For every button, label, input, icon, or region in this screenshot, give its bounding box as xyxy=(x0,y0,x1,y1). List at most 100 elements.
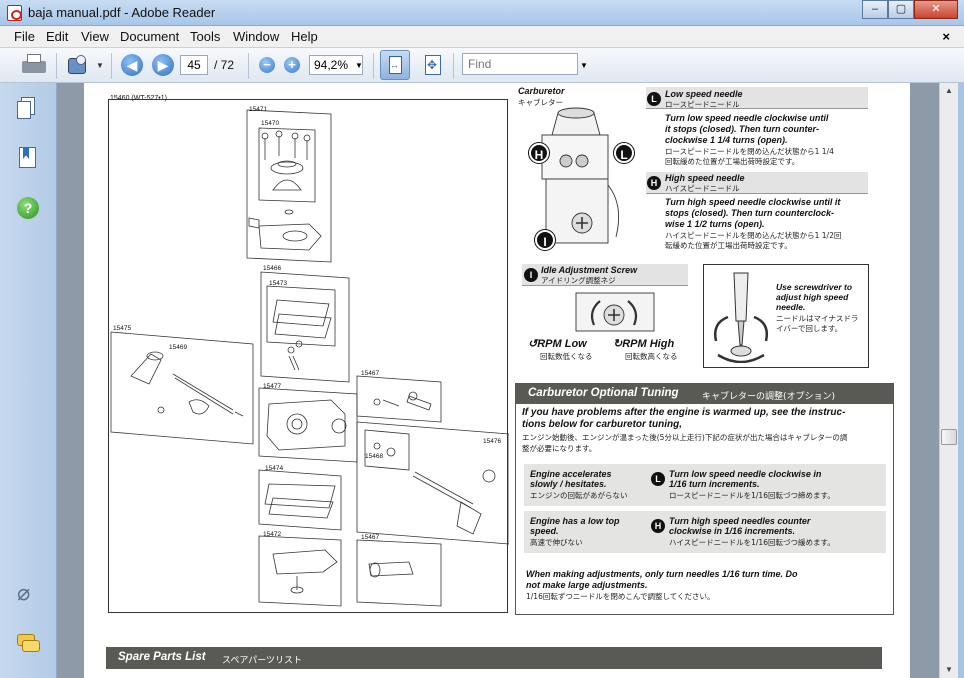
part-number: 15467 xyxy=(361,370,380,377)
scroll-up-icon[interactable]: ▲ xyxy=(945,86,953,95)
fix-text: clockwise in 1/16 increments. xyxy=(669,526,796,536)
rpm-high-jp: 回転数高くなる xyxy=(625,352,678,361)
low-speed-text: it stops (closed). Then turn counter- xyxy=(665,124,820,134)
previous-page-button[interactable]: ◀ xyxy=(121,54,143,76)
close-document-button[interactable]: × xyxy=(942,29,950,44)
carburetor-title: Carburetor xyxy=(518,86,565,96)
tuning-title-jp: キャブレターの調整(オプション) xyxy=(702,392,836,402)
zoom-out-button[interactable]: − xyxy=(259,57,275,73)
part-number: 15470 xyxy=(261,120,280,127)
screwdriver-text: Use screwdriver to xyxy=(776,282,853,292)
find-dropdown-icon[interactable]: ▼ xyxy=(580,61,588,70)
part-number: 15472 xyxy=(263,531,282,538)
fit-width-icon xyxy=(389,56,402,74)
symptom-text: Engine has a low top xyxy=(530,516,620,526)
menu-tools[interactable]: Tools xyxy=(190,29,221,44)
page-total: / 72 xyxy=(214,58,235,72)
screwdriver-drawing xyxy=(714,272,768,363)
low-speed-text-jp: 回転緩めた位置が工場出荷時設定です。 xyxy=(665,157,800,166)
toolbar-separator xyxy=(248,53,249,79)
menu-window[interactable]: Window xyxy=(233,29,280,44)
full-screen-icon xyxy=(425,55,441,75)
pdf-page: 15460 (WT-527•1) xyxy=(84,83,910,678)
fix-text: Turn low speed needle clockwise in xyxy=(669,469,822,479)
fix-text-jp: ロースピードニードルを1/16回転づつ締めます。 xyxy=(669,491,835,500)
high-speed-header xyxy=(646,172,868,194)
carburetor-title-jp: キャブレター xyxy=(518,98,563,107)
toolbar-separator xyxy=(373,53,374,79)
low-needle-icon: L xyxy=(651,472,665,486)
rpm-high-label: ↻RPM High xyxy=(613,338,675,350)
menu-edit[interactable]: Edit xyxy=(46,29,69,44)
tuning-note: not make large adjustments. xyxy=(526,580,648,590)
high-speed-text: Turn high speed needle clockwise until i… xyxy=(665,197,841,207)
symptom-text-jp: 高速で伸びない xyxy=(530,538,583,547)
symptom-text-jp: エンジンの回転があがらない xyxy=(530,491,628,500)
low-speed-title-jp: ロースピードニードル xyxy=(665,100,740,109)
part-number: 15467 xyxy=(361,534,380,541)
low-speed-text: clockwise 1 1/4 turns (open). xyxy=(665,135,788,145)
page-number-input[interactable]: 45 xyxy=(180,55,208,75)
zoom-level-input[interactable]: 94,2% xyxy=(309,55,363,75)
low-speed-title: Low speed needle xyxy=(665,89,743,99)
help-icon[interactable]: ? xyxy=(17,197,39,219)
high-speed-title: High speed needle xyxy=(665,173,745,183)
rotate-ccw-icon: ↺ xyxy=(528,338,538,350)
screwdriver-text-jp: イバーで回します。 xyxy=(776,324,843,333)
arrow-left-icon: ◀ xyxy=(121,54,143,76)
window-border xyxy=(958,83,964,678)
part-number: 15468 xyxy=(365,453,384,460)
collaborate-icon[interactable] xyxy=(66,53,94,77)
scrollbar-thumb[interactable] xyxy=(941,429,957,445)
scroll-down-icon[interactable]: ▼ xyxy=(945,665,953,674)
menu-bar: File Edit View Document Tools Window Hel… xyxy=(0,26,964,48)
low-speed-text: Turn low speed needle clockwise until xyxy=(665,113,829,123)
exploded-diagram: 15471 15470 15466 15473 15475 15469 1547… xyxy=(108,99,510,613)
attachment-icon[interactable]: ⌀ xyxy=(17,580,31,605)
part-number: 15477 xyxy=(263,383,282,390)
maximize-button[interactable]: ▢ xyxy=(888,0,914,19)
tuning-row-low-top-speed: Engine has a low top speed. 高速で伸びない H Tu… xyxy=(524,511,886,553)
screwdriver-text: needle. xyxy=(776,302,806,312)
next-page-button[interactable]: ▶ xyxy=(152,54,174,76)
menu-file[interactable]: File xyxy=(14,29,35,44)
menu-help[interactable]: Help xyxy=(291,29,318,44)
find-input[interactable]: Find xyxy=(462,53,578,75)
pages-icon[interactable] xyxy=(17,97,39,121)
zoom-dropdown-icon[interactable]: ▼ xyxy=(355,61,363,70)
idle-screw-drawing xyxy=(575,292,655,332)
comments-icon[interactable] xyxy=(17,632,40,656)
zoom-in-button[interactable]: + xyxy=(284,57,300,73)
navigation-panel: ? ⌀ xyxy=(0,83,57,678)
title-bar: baja manual.pdf - Adobe Reader – ▢ ✕ xyxy=(0,0,964,26)
fit-width-button[interactable] xyxy=(380,50,410,80)
minimize-button[interactable]: – xyxy=(862,0,888,19)
fix-text: Turn high speed needles counter xyxy=(669,516,811,526)
close-window-button[interactable]: ✕ xyxy=(914,0,958,19)
symptom-text: slowly / hesitates. xyxy=(530,479,607,489)
bookmarks-icon[interactable] xyxy=(17,147,39,171)
menu-document[interactable]: Document xyxy=(120,29,180,44)
tuning-header xyxy=(516,384,893,404)
document-viewport[interactable]: 15460 (WT-527•1) xyxy=(57,83,939,678)
part-number: 15474 xyxy=(265,465,284,472)
low-speed-header xyxy=(646,87,868,109)
screwdriver-tip-box: Use screwdriver to adjust high speed nee… xyxy=(703,264,869,368)
rotate-cw-icon: ↻ xyxy=(613,338,623,350)
tuning-intro-jp: 整が必要になります。 xyxy=(522,444,597,453)
toolbar-separator xyxy=(453,53,454,79)
part-number: 15466 xyxy=(263,265,282,272)
high-needle-badge: H xyxy=(529,143,549,163)
tuning-note-jp: 1/16回転ずつニードルを閉めこんで調整してください。 xyxy=(526,592,715,601)
carburetor-tuning-section: Carburetor Optional Tuning キャブレターの調整(オプシ… xyxy=(515,383,894,615)
tuning-intro: If you have problems after the engine is… xyxy=(522,407,846,418)
collaborate-dropdown-icon[interactable]: ▼ xyxy=(96,61,104,70)
full-screen-button[interactable] xyxy=(423,53,443,77)
menu-view[interactable]: View xyxy=(81,29,109,44)
idle-screw-title-jp: アイドリング調整ネジ xyxy=(541,276,616,285)
print-icon[interactable] xyxy=(22,53,46,77)
diagram-frame-label: 15460 (WT-527•1) xyxy=(110,95,167,102)
window-title: baja manual.pdf - Adobe Reader xyxy=(28,5,216,20)
part-number: 15471 xyxy=(249,106,268,113)
vertical-scrollbar[interactable]: ▲ ▼ xyxy=(939,83,958,678)
